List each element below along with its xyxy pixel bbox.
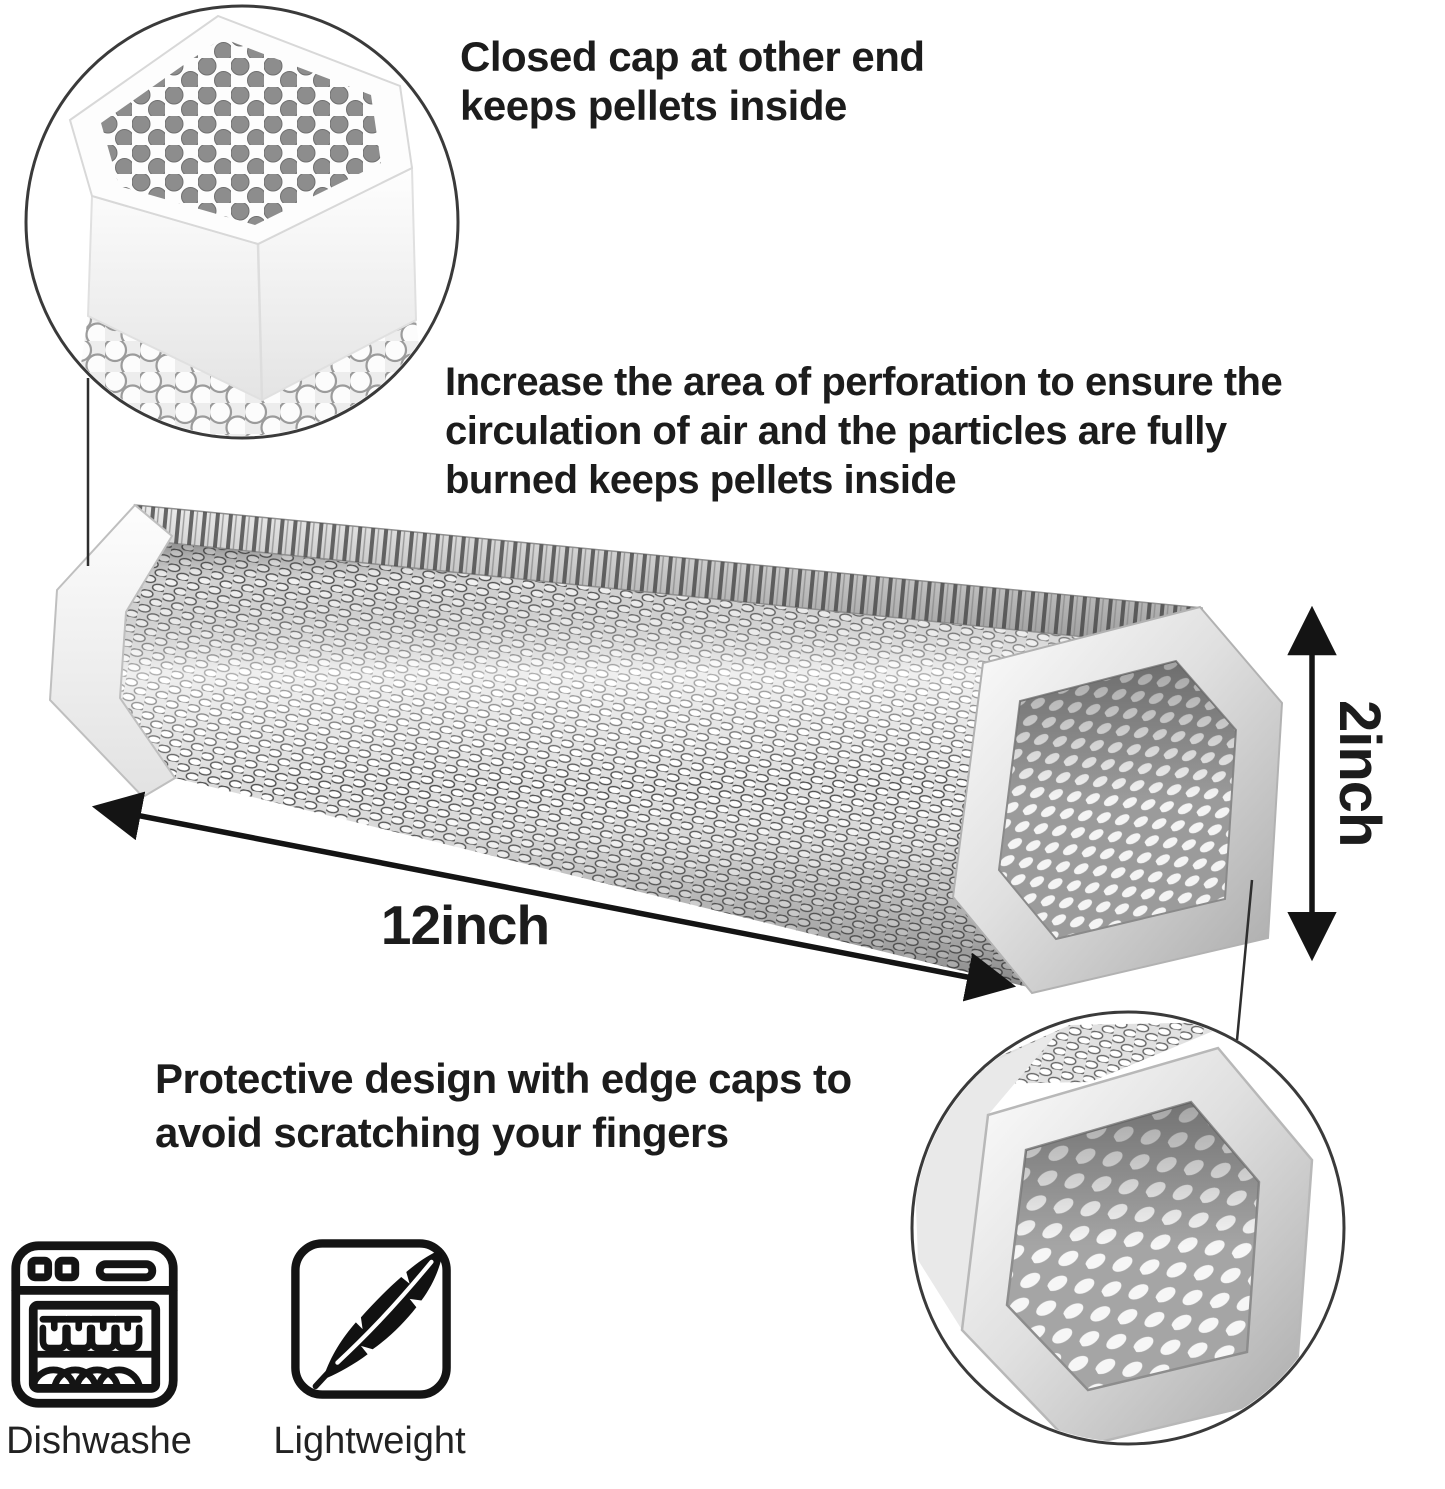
lightweight-label: Lightweight	[273, 1420, 466, 1462]
cap-top-face-holes	[101, 38, 381, 225]
closed-cap-annotation: Closed cap at other end keeps pellets in…	[460, 33, 925, 129]
open-end-inset-border	[910, 1010, 1346, 1446]
tube-open-end-mesh-shading	[999, 661, 1236, 939]
length-dimension-arrow	[91, 791, 1017, 1002]
dishwasher-safe-label: Dishwashe	[6, 1420, 192, 1462]
protective-annotation: Protective design with edge caps to avoi…	[155, 1055, 852, 1156]
dishwasher-icon	[11, 1241, 178, 1408]
open-end-inset	[914, 1014, 1342, 1442]
tube-top-facet-hatch	[135, 505, 1212, 650]
cap-mesh-band	[70, 316, 430, 436]
inset-mesh-shading	[1007, 1102, 1259, 1390]
perforation-annotation: Increase the area of perforation to ensu…	[445, 360, 1283, 502]
closed-cap-inset-border	[24, 4, 460, 440]
length-dimension-label: 12inch	[380, 894, 550, 956]
diameter-dimension-label: 2inch	[1327, 700, 1392, 847]
closed-cap-inset	[28, 8, 456, 436]
feather-icon	[291, 1239, 451, 1399]
tube-closed-end-cap	[48, 503, 177, 799]
open-end-leader-line	[1235, 879, 1254, 1041]
